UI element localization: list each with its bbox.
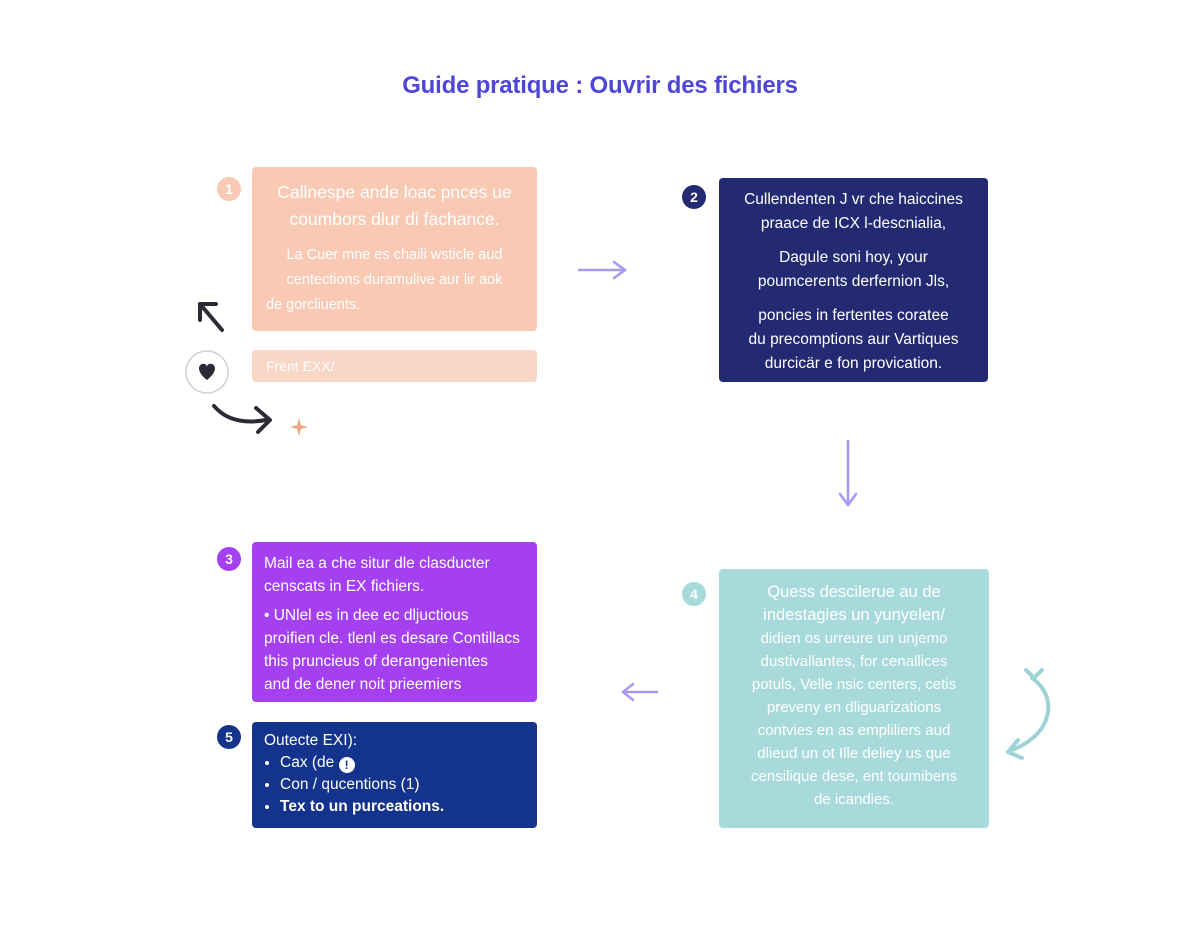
step-1-body-line: centections duramulive aur lir aok <box>286 272 503 288</box>
step-3-number: 3 <box>217 547 241 571</box>
step-4-line: indestagies un yunyelen/ <box>763 606 945 624</box>
step-3-line: this pruncieus of derangenientes <box>264 653 489 670</box>
cycle-arrow-icon <box>1006 668 1051 760</box>
step-1-body-line: de gorcliuents. <box>266 297 361 313</box>
step-5-box: Outecte EXI): Cax (de ! Con / qucentions… <box>252 722 537 828</box>
step-4-line: contvies en as empliliers aud <box>757 722 951 739</box>
step-2-line: Cullendenten J vr che haiccines <box>744 191 963 208</box>
step-5-bullet: Tex to un purceations. <box>280 796 525 818</box>
arrow-down-icon <box>838 440 858 508</box>
arrow-right-icon <box>578 260 628 280</box>
step-4-line: Quess descilerue au de <box>767 583 941 601</box>
step-1-number: 1 <box>217 177 241 201</box>
step-4-line: didien os urreure un unjemo <box>760 630 948 647</box>
step-3-line: censcats in EX fichiers. <box>264 578 425 595</box>
step-4-line: potuls, Velle nsic centers, cetis <box>751 676 957 693</box>
step-1-heading-line: Callnespe ande loac pnces ue <box>277 182 512 202</box>
step-5-bullet: Con / qucentions (1) <box>280 774 525 796</box>
step-2-line: Dagule soni hoy, your <box>779 249 928 266</box>
step-3-box: Mail ea a che situr dle clasducter censc… <box>252 542 537 702</box>
step-1-heading-line: coumbors dlur di fachance. <box>289 209 500 229</box>
step-2-line: du precomptions aur Vartiques <box>748 331 959 348</box>
sparkle-icon <box>290 418 308 436</box>
step-4-line: censilique dese, ent toumibens <box>751 768 957 785</box>
step-3-line: proifien cle. tlenl es desare Contillacs <box>264 630 520 647</box>
step-5-bullet-text: Tex to un purceations. <box>280 798 445 815</box>
step-2-line: praace de ICX l-descnialia, <box>760 215 947 232</box>
step-5-bullet-text: Cax (de <box>280 754 335 771</box>
step-3-line: • UNlel es in dee ec dljuctious <box>264 607 469 624</box>
step-1-box: Callnespe ande loac pnces ue coumbors dl… <box>252 167 537 331</box>
cursor-arrow-icon <box>198 302 224 332</box>
step-2-number: 2 <box>682 185 706 209</box>
info-icon: ! <box>338 757 355 773</box>
step-2-line: durcicär e fon provication. <box>764 355 943 372</box>
step-3-line: Mail ea a che situr dle clasducter <box>264 555 490 572</box>
step-1-body-line: La Cuer mne es chaili wsticle aud <box>286 247 503 263</box>
step-2-line: poumcerents derfernion Jls, <box>757 273 950 290</box>
step-5-heading: Outecte EXI): <box>264 732 358 749</box>
step-5-bullet-list: Cax (de ! Con / qucentions (1) Tex to un… <box>264 752 525 818</box>
step-4-number: 4 <box>682 582 706 606</box>
step-4-line: dlieud un ot Ille deliey us que <box>757 745 951 762</box>
page-title: Guide pratique : Ouvrir des fichiers <box>402 72 798 99</box>
step-4-line: dustivallantes, for cenallices <box>760 653 948 670</box>
step-3-line: and de dener noit prieemiers <box>264 676 462 693</box>
arrow-left-icon <box>620 682 658 702</box>
step-4-line: de icandies. <box>813 791 895 808</box>
step-5-bullet-text: Con / qucentions (1) <box>280 776 420 793</box>
step-4-box: Quess descilerue au de indestagies un yu… <box>719 569 989 828</box>
curved-arrow-icon <box>212 404 272 434</box>
step-2-line: poncies in fertentes coratee <box>758 307 949 324</box>
step-1-extra: Frent EXX/ <box>252 350 537 382</box>
step-5-number: 5 <box>217 725 241 749</box>
step-5-bullet: Cax (de ! <box>280 752 525 774</box>
step-4-line: preveny en dliguarizations <box>766 699 942 716</box>
heart-icon <box>185 350 229 394</box>
step-2-box: Cullendenten J vr che haiccines praace d… <box>719 178 988 382</box>
